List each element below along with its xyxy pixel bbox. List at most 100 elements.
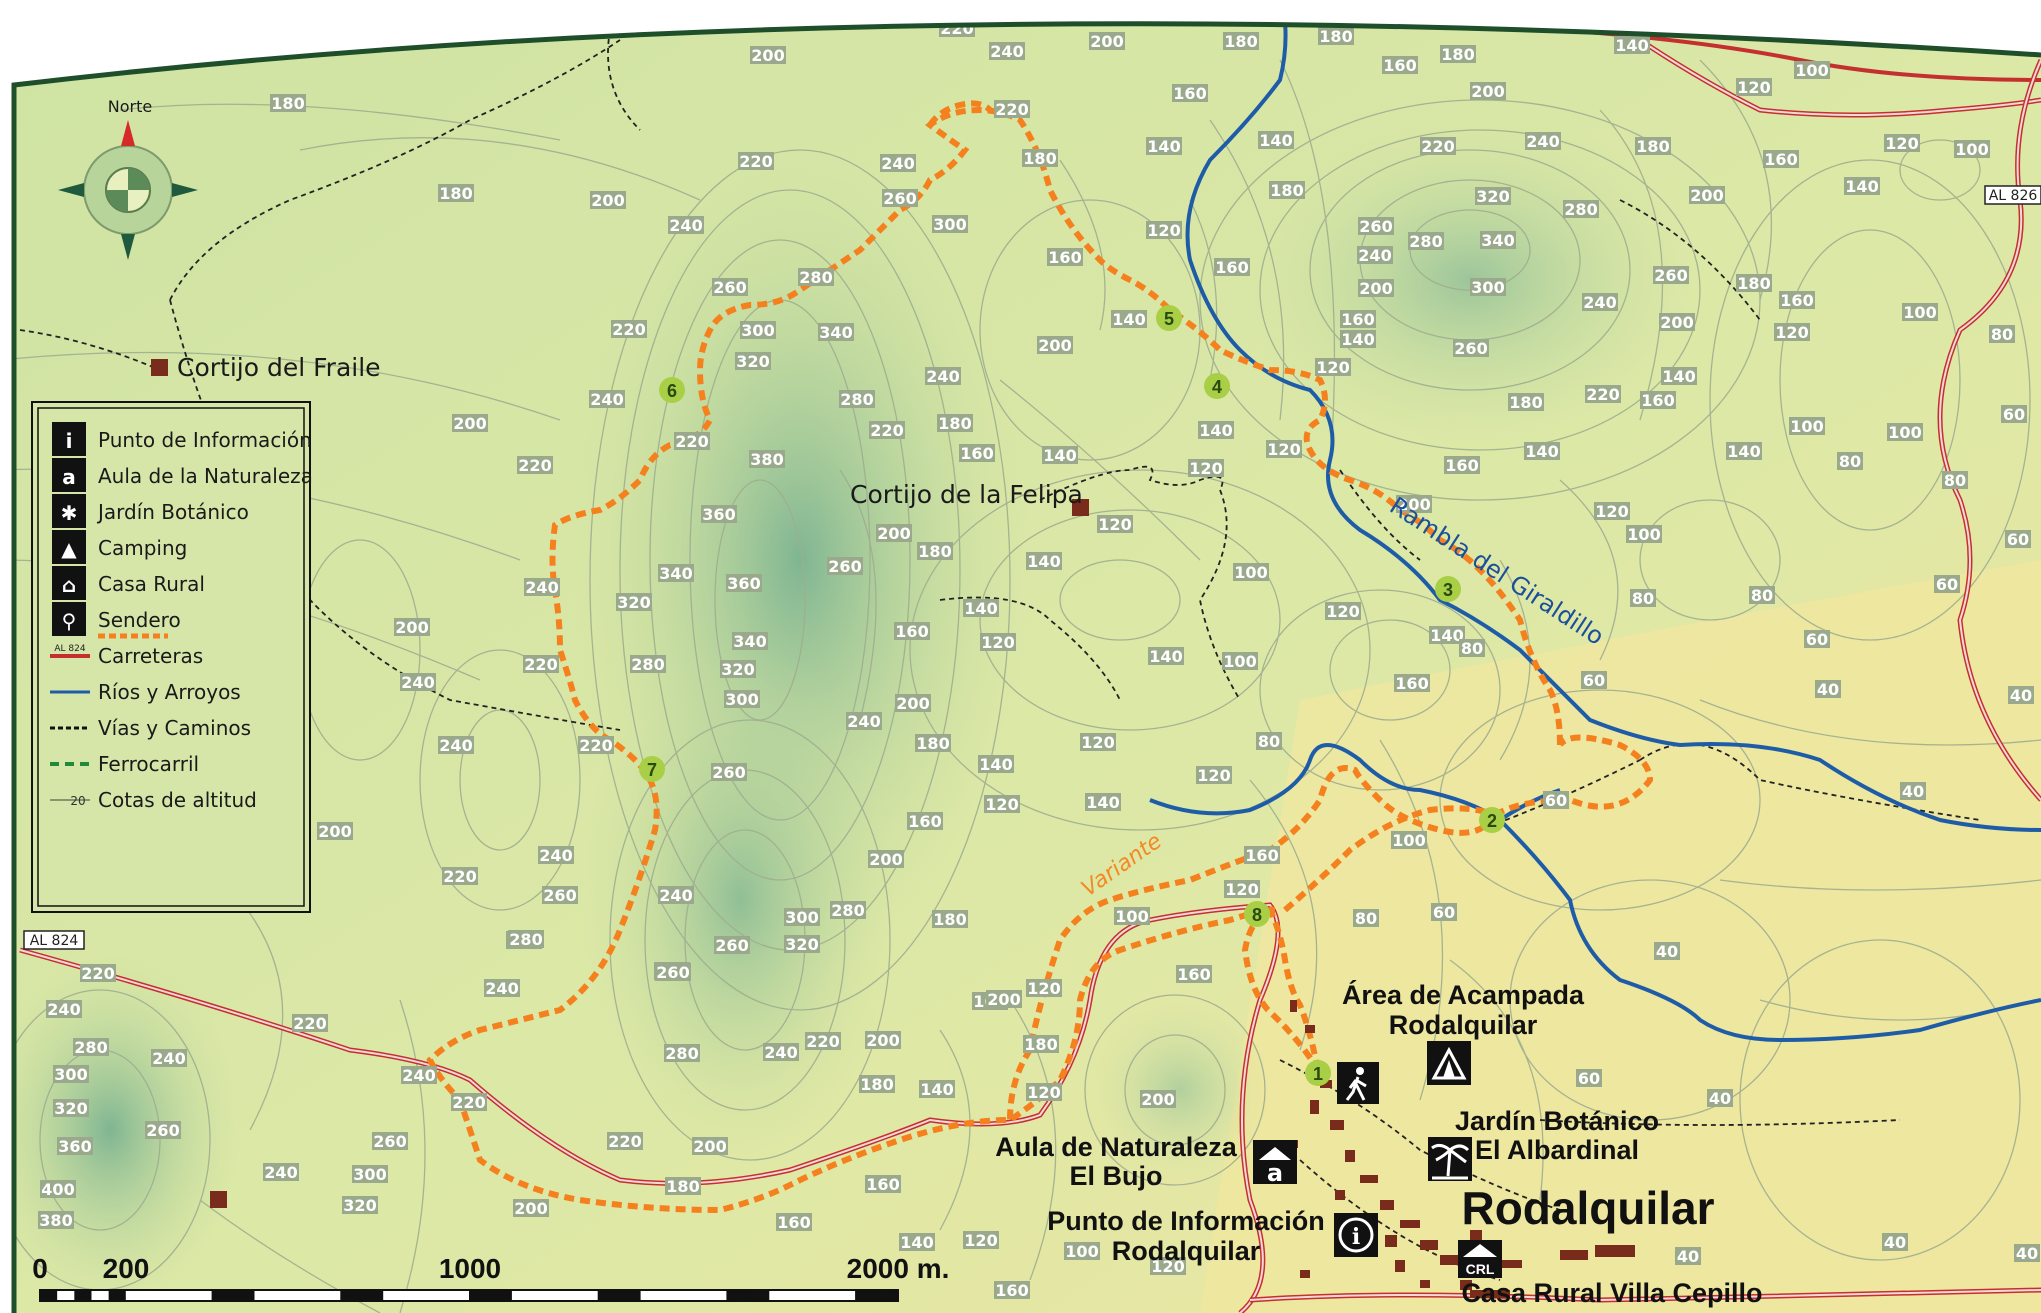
elevation-label: 260: [711, 763, 747, 782]
elevation-label: 160: [1779, 291, 1815, 310]
hiker-icon: ⚲: [52, 602, 168, 639]
svg-text:400: 400: [41, 1180, 74, 1199]
elevation-label: 120: [1150, 1257, 1186, 1276]
elevation-label: 320: [720, 660, 756, 679]
svg-text:240: 240: [402, 1066, 435, 1085]
svg-text:140: 140: [964, 599, 997, 618]
elevation-label: 200: [876, 524, 912, 543]
elevation-label: 240: [438, 736, 474, 755]
svg-text:180: 180: [1270, 181, 1303, 200]
svg-text:120: 120: [1267, 440, 1300, 459]
scale-bar: 0 200 1000 2000 m.: [32, 1253, 949, 1302]
svg-text:200: 200: [869, 850, 902, 869]
elevation-label: 220: [611, 320, 647, 339]
elevation-label: 260: [372, 1132, 408, 1151]
svg-text:6: 6: [667, 381, 677, 401]
stage-marker-3[interactable]: 3: [1435, 576, 1461, 602]
svg-text:240: 240: [525, 578, 558, 597]
stage-marker-6[interactable]: 6: [659, 377, 685, 403]
svg-text:40: 40: [1677, 1247, 1699, 1266]
stage-marker-1[interactable]: 1: [1305, 1060, 1331, 1086]
svg-text:200: 200: [1471, 82, 1504, 101]
legend-label: Camping: [98, 536, 187, 560]
svg-text:40: 40: [1656, 942, 1678, 961]
aula-icon[interactable]: a: [1253, 1140, 1297, 1187]
elevation-label: 280: [1408, 232, 1444, 251]
stage-marker-7[interactable]: 7: [639, 756, 665, 782]
stage-marker-5[interactable]: 5: [1156, 305, 1182, 331]
elevation-label: 80: [1459, 639, 1485, 658]
elevation-label: 120: [1315, 358, 1351, 377]
info-label-1: Punto de Información: [1047, 1206, 1325, 1236]
info-icon: i: [52, 422, 86, 456]
tent-icon: ▲: [52, 530, 86, 564]
elevation-label: 100: [1064, 1242, 1100, 1261]
svg-text:200: 200: [751, 46, 784, 65]
scale-segment: [74, 1290, 92, 1301]
svg-text:AL 824: AL 824: [54, 644, 85, 654]
svg-text:280: 280: [1409, 232, 1442, 251]
svg-text:100: 100: [1903, 303, 1936, 322]
svg-text:80: 80: [1839, 452, 1861, 471]
svg-text:340: 340: [733, 632, 766, 651]
svg-text:220: 220: [608, 1132, 641, 1151]
svg-text:240: 240: [1583, 293, 1616, 312]
svg-text:80: 80: [1632, 589, 1654, 608]
stage-marker-4[interactable]: 4: [1204, 373, 1230, 399]
elevation-label: 120: [1026, 979, 1062, 998]
stage-marker-2[interactable]: 2: [1479, 807, 1505, 833]
svg-text:✱: ✱: [61, 501, 78, 525]
elevation-label: 240: [846, 712, 882, 731]
svg-text:200: 200: [866, 1031, 899, 1050]
cortijo-felipa-label: Cortijo de la Felipa: [850, 480, 1083, 509]
elevation-label: 260: [714, 936, 750, 955]
jardin-label-1: Jardín Botánico: [1455, 1106, 1659, 1136]
svg-text:260: 260: [883, 189, 916, 208]
svg-text:240: 240: [401, 673, 434, 692]
svg-text:60: 60: [1806, 630, 1828, 649]
svg-text:100: 100: [1234, 563, 1267, 582]
elevation-label: 300: [1470, 278, 1506, 297]
svg-text:120: 120: [1189, 459, 1222, 478]
svg-text:40: 40: [2010, 686, 2032, 705]
north-label: Norte: [108, 97, 152, 116]
elevation-label: 100: [1391, 831, 1427, 850]
svg-text:120: 120: [1098, 515, 1131, 534]
svg-text:220: 220: [452, 1093, 485, 1112]
svg-text:120: 120: [964, 1231, 997, 1250]
svg-text:200: 200: [693, 1137, 726, 1156]
stage-marker-8[interactable]: 8: [1244, 901, 1270, 927]
scale-label-200: 200: [103, 1253, 150, 1284]
svg-text:280: 280: [799, 268, 832, 287]
hiker-icon[interactable]: [1337, 1062, 1379, 1104]
elevation-label: 240: [151, 1049, 187, 1068]
svg-text:180: 180: [1636, 137, 1669, 156]
house-icon[interactable]: CRL: [1458, 1240, 1502, 1278]
elevation-label: 260: [1453, 339, 1489, 358]
svg-text:5: 5: [1164, 309, 1174, 329]
elevation-label: 180: [917, 542, 953, 561]
farm-marker: [210, 1191, 227, 1208]
elevation-label: 60: [1581, 671, 1607, 690]
svg-text:240: 240: [539, 846, 572, 865]
svg-text:40: 40: [1709, 1089, 1731, 1108]
legend-label: Aula de la Naturaleza: [98, 464, 313, 488]
svg-text:100: 100: [1627, 525, 1660, 544]
svg-text:140: 140: [1149, 647, 1182, 666]
svg-text:160: 160: [1215, 258, 1248, 277]
svg-text:160: 160: [1641, 391, 1674, 410]
svg-text:140: 140: [1043, 446, 1076, 465]
svg-text:60: 60: [1545, 791, 1567, 810]
elevation-label: 360: [57, 1137, 93, 1156]
elevation-label: 180: [859, 1075, 895, 1094]
svg-text:280: 280: [665, 1044, 698, 1063]
svg-text:160: 160: [866, 1175, 899, 1194]
info-icon[interactable]: i: [1334, 1213, 1378, 1257]
svg-text:a: a: [62, 465, 76, 489]
elevation-label: 40: [1654, 942, 1680, 961]
tent-icon[interactable]: [1427, 1041, 1471, 1085]
scale-segment: [340, 1290, 384, 1301]
palm-icon[interactable]: [1428, 1137, 1472, 1181]
